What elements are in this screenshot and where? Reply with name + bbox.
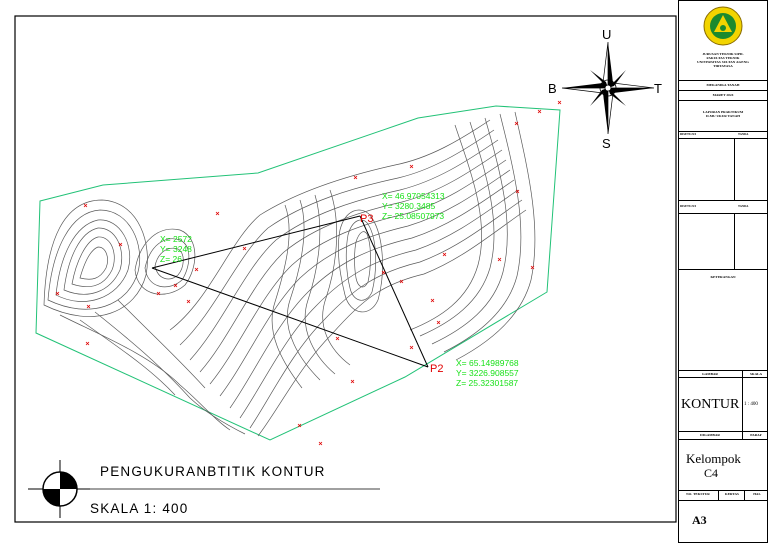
p2-y: Y= 3226.908557 xyxy=(456,368,519,378)
inst-line: UNIVERSITAS SULTAN AGENG xyxy=(697,60,749,64)
drawing-title: KONTUR xyxy=(681,397,740,412)
tb-sheet: NO. TEKSTUR KERTAS HAL A3 xyxy=(678,491,768,541)
skala-label: SKALA xyxy=(749,372,763,376)
tb-approval-2: DISETUJUI TANDA xyxy=(678,201,768,270)
title-block: JURUSAN TEKNIK SIPIL FAKULTAS TEKNIK UNI… xyxy=(678,0,768,543)
report-line: ILMU UKUR TANAH xyxy=(706,114,740,118)
approval-vdivider xyxy=(734,138,735,200)
tb-subject: MEKANIKA TANAH xyxy=(678,81,768,91)
legend-symbol xyxy=(28,460,90,518)
tb-report: LAPORAN PRAKTIKUM ILMU UKUR TANAH xyxy=(678,101,768,132)
drawing-scale: 1 : 400 xyxy=(744,402,758,407)
no-label: NO. TEKSTUR xyxy=(686,492,710,496)
survey-lines xyxy=(151,215,429,368)
digambar-label: DIGAMBAR xyxy=(700,433,720,437)
p1-z: Z= 26 xyxy=(160,254,182,264)
legend-scale: SKALA 1: 400 xyxy=(90,501,188,516)
tb-approval-1: DISETUJUI TANDA xyxy=(678,132,768,201)
tb-keterangan: KETERANGAN xyxy=(678,270,768,371)
coord-annotation-p1: X= 2572 Y= 3248 Z= 26 xyxy=(160,234,192,264)
hal-label: HAL xyxy=(753,492,761,496)
drawing-canvas: P3 P2 X= 46.97054313 Y= 3280.3485 Z= 25.… xyxy=(14,15,677,523)
inst-line: FAKULTAS TEKNIK xyxy=(706,56,740,60)
tb-group: DIGAMBAR PARAF Kelompok C4 xyxy=(678,432,768,491)
gambar-label: GAMBAR xyxy=(702,372,718,376)
approval-vdivider xyxy=(734,213,735,269)
coord-annotation-p2: X= 65.14989768 Y= 3226.908557 Z= 25.3230… xyxy=(456,358,519,388)
contour-lines xyxy=(43,111,536,437)
p1-y: Y= 3248 xyxy=(160,244,192,254)
group-number: C4 xyxy=(704,466,719,480)
p3-x: X= 46.97054313 xyxy=(382,191,445,201)
drawing-divider xyxy=(678,377,768,378)
approval-label: DISETUJUI xyxy=(680,204,697,208)
tb-institution: JURUSAN TEKNIK SIPIL FAKULTAS TEKNIK UNI… xyxy=(678,52,768,68)
compass-south: S xyxy=(602,136,611,151)
tb-year: MARET 2024 xyxy=(678,91,768,101)
compass-west: B xyxy=(548,81,557,96)
tb-logo-cell: JURUSAN TEKNIK SIPIL FAKULTAS TEKNIK UNI… xyxy=(678,0,768,81)
p2-z: Z= 25.32301587 xyxy=(456,378,518,388)
sign-label: TANDA xyxy=(738,204,749,208)
sheet-divider xyxy=(678,500,768,501)
tb-drawing: GAMBAR SKALA KONTUR 1 : 400 xyxy=(678,371,768,432)
sheet-vdivider-1 xyxy=(718,491,719,501)
compass-east: T xyxy=(654,81,662,96)
survey-markers xyxy=(55,100,562,446)
point-label-p2: P2 xyxy=(430,363,443,375)
university-seal-icon xyxy=(703,6,743,46)
report-line: LAPORAN PRAKTIKUM xyxy=(702,110,744,114)
kertas-label: KERTAS xyxy=(724,492,739,496)
p1-x: X= 2572 xyxy=(160,234,192,244)
sign-label: TANDA xyxy=(738,132,749,136)
p2-x: X= 65.14989768 xyxy=(456,358,519,368)
paper-size: A3 xyxy=(692,513,707,527)
approval-divider xyxy=(678,138,768,139)
drawing-vdivider xyxy=(742,371,743,431)
group-divider xyxy=(678,439,768,440)
legend-title: PENGUKURANBTITIK KONTUR xyxy=(100,464,326,479)
point-label-p3: P3 xyxy=(360,213,373,225)
approval-divider xyxy=(678,213,768,214)
approval-label: DISETUJUI xyxy=(680,132,697,136)
survey-boundary xyxy=(35,105,561,441)
coord-annotation-p3: X= 46.97054313 Y= 3280.3485 Z= 25.085079… xyxy=(382,191,445,221)
drawing-frame xyxy=(14,15,677,523)
group-vdivider xyxy=(742,432,743,440)
sheet-vdivider-2 xyxy=(744,491,745,501)
compass-north: U xyxy=(602,27,611,42)
p3-y: Y= 3280.3485 xyxy=(382,201,435,211)
inst-line: JURUSAN TEKNIK SIPIL xyxy=(702,52,744,56)
group-name: Kelompok xyxy=(686,451,741,466)
compass-rose xyxy=(561,41,655,135)
p3-z: Z= 25.08507973 xyxy=(382,211,444,221)
paraf-label: PARAF xyxy=(750,433,762,437)
inst-line: TIRTAYASA xyxy=(713,64,733,68)
